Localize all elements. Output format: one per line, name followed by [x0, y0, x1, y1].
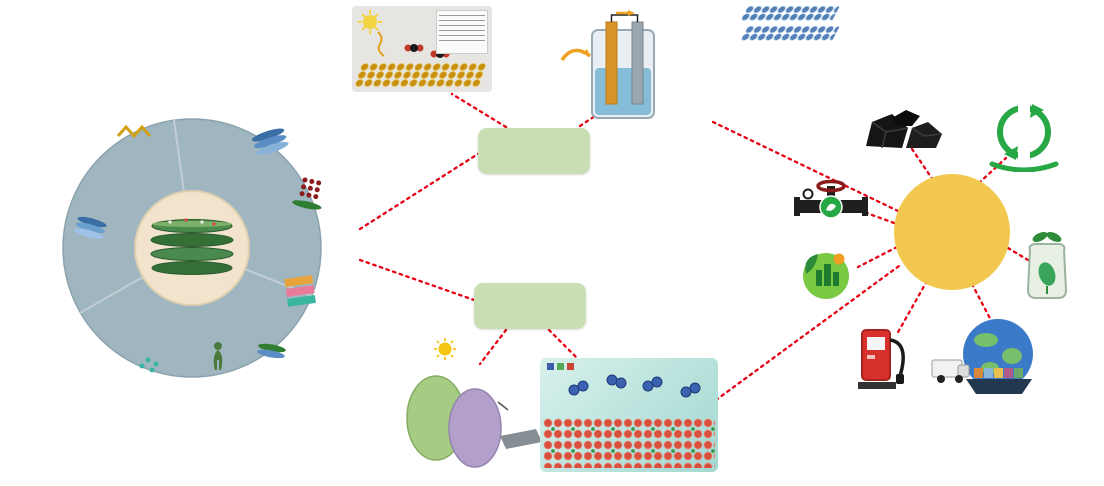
- photocat-sun-icon: [434, 338, 456, 360]
- connector-catalysis-noxrr: [358, 258, 479, 303]
- panel-text-lines: [439, 15, 485, 43]
- mxene-lattice: [543, 418, 715, 468]
- light-squiggle: [377, 31, 385, 57]
- truck-icon: [931, 359, 970, 383]
- connector-cell-future: [711, 120, 900, 213]
- connector-co2rr-panel: [450, 92, 508, 129]
- cell-art: [560, 10, 655, 119]
- tio2-oval: [448, 388, 502, 468]
- valve-wheel: [816, 179, 846, 193]
- legend-swatch-blue: [547, 363, 554, 370]
- pressure-gauge: [802, 188, 814, 200]
- nrr-mechanism-panel: [540, 358, 718, 472]
- co2rr-box: [478, 128, 590, 174]
- mxene-sphere-sheet: [740, 26, 840, 41]
- pump-hose: [889, 338, 905, 377]
- photocatalysis-scene: [386, 336, 554, 484]
- mxene-center-structure: [150, 218, 234, 275]
- legend-swatch-red: [567, 363, 574, 370]
- ti3c2-sheet: [500, 429, 542, 449]
- future-application-circle: [894, 174, 1010, 290]
- electrochemical-cell-scene: [556, 10, 746, 140]
- pump-nozzle: [896, 374, 904, 384]
- connector-nrr-future: [714, 264, 901, 402]
- decorative-human-figure: [213, 342, 223, 370]
- photocat-art: [406, 338, 542, 468]
- container-ship-icon: [966, 368, 1032, 394]
- hands-icon: [989, 161, 1059, 172]
- globe-icon: [963, 319, 1033, 389]
- connector-noxrr-nrr: [547, 328, 582, 363]
- decorative-device-stack: [284, 275, 316, 307]
- fuel-pump-icon: [858, 329, 905, 389]
- coal-icon: [866, 110, 943, 149]
- renewable-energy-icon: [803, 253, 849, 299]
- gc3n4-band-labels: [410, 384, 462, 400]
- natural-gas-valve-icon: [794, 179, 868, 219]
- decorative-gold-zigzag: [116, 124, 152, 139]
- r32-recycle-icon: [989, 102, 1059, 172]
- electron-arrowhead: [628, 10, 635, 16]
- connector-future-coal: [908, 144, 935, 182]
- decorative-dot-cluster: [139, 357, 159, 373]
- fertilizer-bag-icon: [1026, 232, 1068, 299]
- sun-icon: [358, 10, 382, 34]
- connector-future-refrigerator: [977, 156, 1008, 185]
- 2d-mxenes-stack: [738, 6, 840, 46]
- connector-catalysis-co2rr: [358, 150, 483, 231]
- decorative-structure-thumbnails: [74, 124, 322, 373]
- cathode-electrode: [631, 21, 644, 105]
- leaf-icon: [826, 203, 836, 211]
- element-legend: [547, 363, 574, 370]
- noxrr-box: [474, 283, 586, 329]
- connector-future-renewable: [856, 245, 899, 269]
- leaf-icon: [1032, 232, 1048, 242]
- co2rr-panel-infobox: [436, 10, 488, 54]
- mxene-sphere-sheet: [740, 6, 840, 21]
- wire: [610, 14, 639, 22]
- anode-electrode: [605, 21, 618, 105]
- green-automobile-icon: [931, 319, 1033, 394]
- n2-molecules-art: [568, 374, 701, 398]
- oh-arrow: [497, 401, 509, 411]
- connector-noxrr-photocat: [478, 328, 508, 366]
- connector-future-fuel: [895, 279, 929, 336]
- leaf-icon: [1046, 232, 1062, 242]
- co2rr-mechanism-panel: [352, 6, 492, 92]
- tio2-band-labels: [450, 400, 500, 416]
- co2-arrowhead: [582, 49, 590, 56]
- connector-future-naturalgas: [862, 210, 896, 225]
- decorative-atom-grid: [292, 177, 322, 210]
- leaf-icon: [805, 254, 818, 274]
- legend-swatch-green: [557, 363, 564, 370]
- inner-disk: [62, 118, 322, 378]
- mxene-gold-sheet: [354, 63, 488, 87]
